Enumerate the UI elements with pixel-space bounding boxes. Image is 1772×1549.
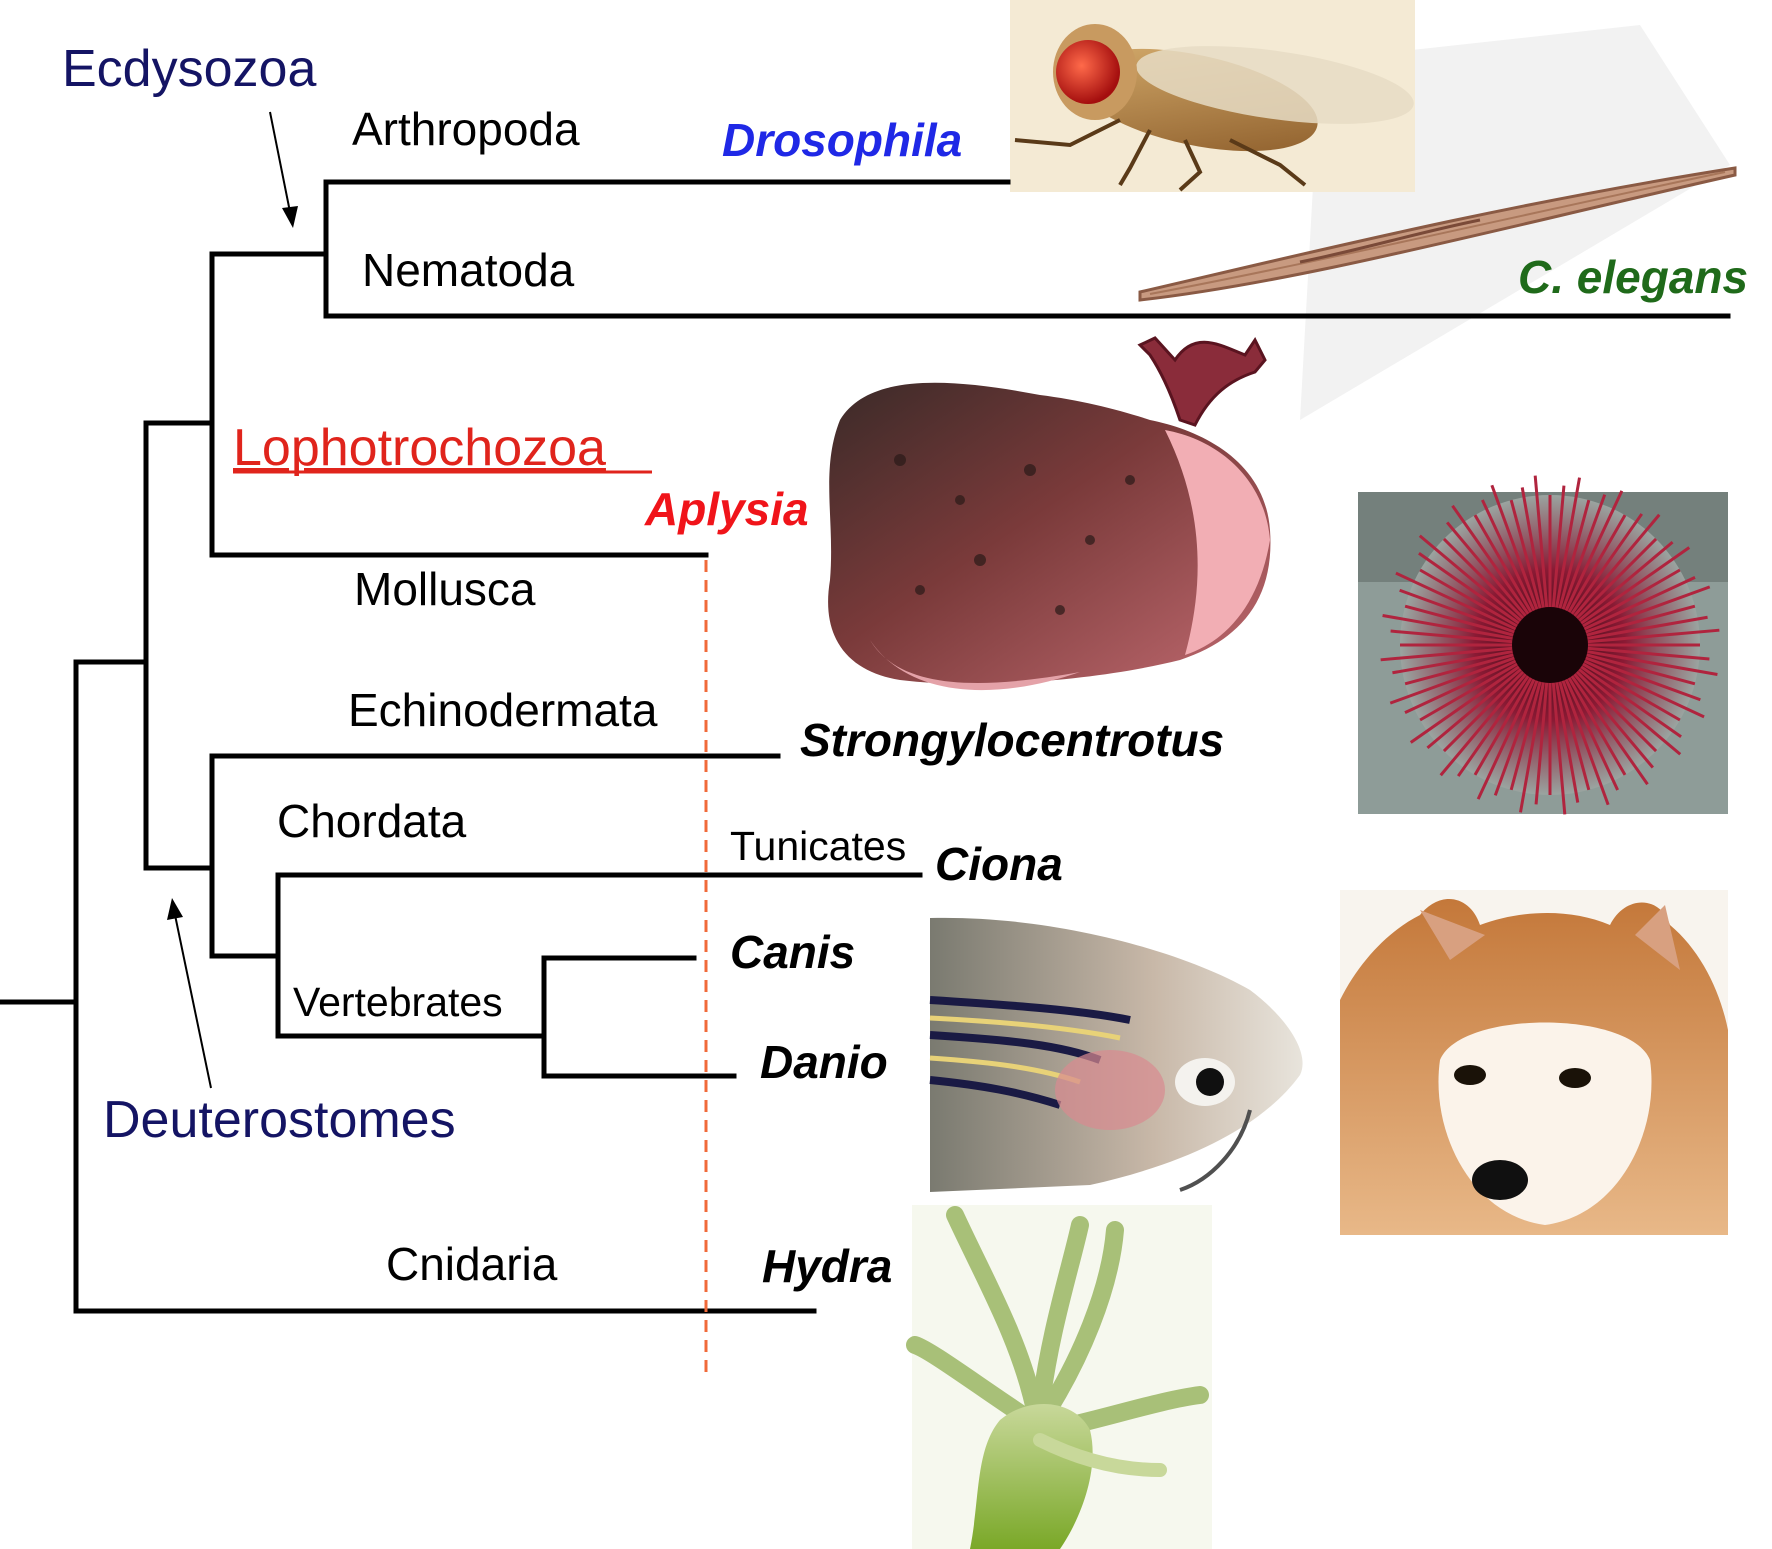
urchin-spine [1389,653,1523,705]
urchin-spine [1573,546,1691,630]
urchin-spine [1481,499,1539,619]
urchin-spine [1476,671,1539,800]
urchin-spine [1404,656,1524,714]
urchin-spine [1563,670,1627,776]
genus-drosophila-label: Drosophila [722,114,962,166]
urchin-spine [1573,660,1682,739]
urchin-spine [1534,674,1549,805]
urchin-spine [1473,514,1537,620]
urchin-spine [1563,514,1627,620]
clade-lophotrochozoa-label: Lophotrochozoa [233,419,606,477]
urchin-spine [1576,576,1696,634]
urchin-spine [1493,672,1542,796]
urchin-spine [1577,585,1711,637]
urchin-spine [1579,615,1708,642]
urchin-spine [1419,658,1525,722]
urchin-spine [1409,660,1527,744]
urchin-spine [1561,671,1619,791]
phylum-arthropoda-label: Arthropoda [352,103,580,155]
genus-strongylocentrotus-label: Strongylocentrotus [800,714,1224,766]
urchin-spine [1418,551,1527,630]
urchin-spine [1579,646,1710,661]
genus-hydra-label: Hydra [762,1240,892,1292]
urchin-spine [1509,673,1544,791]
urchin-spine [1576,656,1705,719]
urchin-spine [1565,668,1649,786]
urchin-spine [1578,604,1696,639]
tree-branches [0,179,1731,1314]
phylum-echinodermata-label: Echinodermata [348,684,658,736]
urchin-spine [1533,475,1549,616]
genus-elegans-label: C. elegans [1518,251,1748,303]
sea-urchin-image [1358,475,1728,815]
urchin-spine [1561,490,1624,619]
urchin-spine [1579,628,1720,644]
urchin-spine [1579,648,1718,676]
urchin-spine [1382,614,1521,642]
ecdysozoa-arrow [269,111,298,228]
clade-deuterostomes-label: Deuterostomes [103,1091,456,1149]
urchin-spine [1380,646,1521,662]
genus-canis-label: Canis [730,926,855,978]
urchin-spine [1558,494,1607,618]
urchin-spine [1568,667,1654,769]
urchin-spine [1392,648,1521,675]
deuterostomes-arrow [167,898,212,1089]
urchin-spine [1490,484,1542,618]
clade-ecdysozoa-label: Ecdysozoa [62,40,316,98]
urchin-spine [1509,499,1544,617]
urchin-spine [1565,513,1644,622]
urchin-spine [1520,487,1547,616]
urchin-spine [1551,674,1567,815]
urchin-spine [1556,673,1591,791]
phylum-nematoda-label: Nematoda [362,244,575,296]
urchin-spine [1551,485,1566,616]
phylum-chordata-label: Chordata [277,795,467,847]
hydra-image [906,1205,1212,1549]
urchin-spine [1568,513,1661,623]
genus-aplysia-label: Aplysia [644,483,809,535]
phylum-vertebrates-label: Vertebrates [293,979,503,1025]
urchin-spine [1577,653,1701,702]
urchin-spine [1558,672,1610,806]
urchin-spine [1404,604,1522,639]
phylum-tunicates-label: Tunicates [730,823,906,869]
urchin-spine [1519,674,1547,813]
genus-ciona-label: Ciona [935,838,1063,890]
urchin-spine [1556,499,1591,617]
drosophila-image [1010,0,1415,192]
urchin-spine [1390,629,1521,644]
phylum-cnidaria-label: Cnidaria [386,1238,558,1290]
urchin-spine [1451,504,1535,622]
urchin-spine [1553,674,1580,803]
urchin-spine [1442,665,1530,753]
phylum-mollusca-label: Mollusca [354,563,536,615]
urchin-spine [1553,477,1581,616]
urchin-spine [1578,651,1696,686]
urchin-spine [1572,541,1674,627]
aplysia-image [828,336,1271,691]
urchin-spine [1570,665,1658,753]
urchin-spine [1456,668,1535,777]
urchin-spine [1419,568,1525,632]
urchin-spine [1418,534,1528,627]
urchin-spine [1446,521,1532,623]
urchin-spine [1442,537,1530,625]
dog-image [1340,890,1728,1235]
urchin-spine [1399,588,1523,637]
urchin-spine [1572,663,1682,756]
urchin-spine [1426,663,1528,749]
urchin-spine [1473,670,1537,776]
urchin-spine [1395,571,1524,634]
urchin-spine [1570,537,1658,625]
urchin-spine [1575,568,1681,632]
genus-danio-label: Danio [760,1036,888,1088]
urchin-spine [1404,651,1522,686]
zebrafish-image [929,917,1303,1192]
urchin-spine [1575,658,1681,722]
nematode-image [1138,166,1737,302]
urchin-spine [1439,667,1532,777]
